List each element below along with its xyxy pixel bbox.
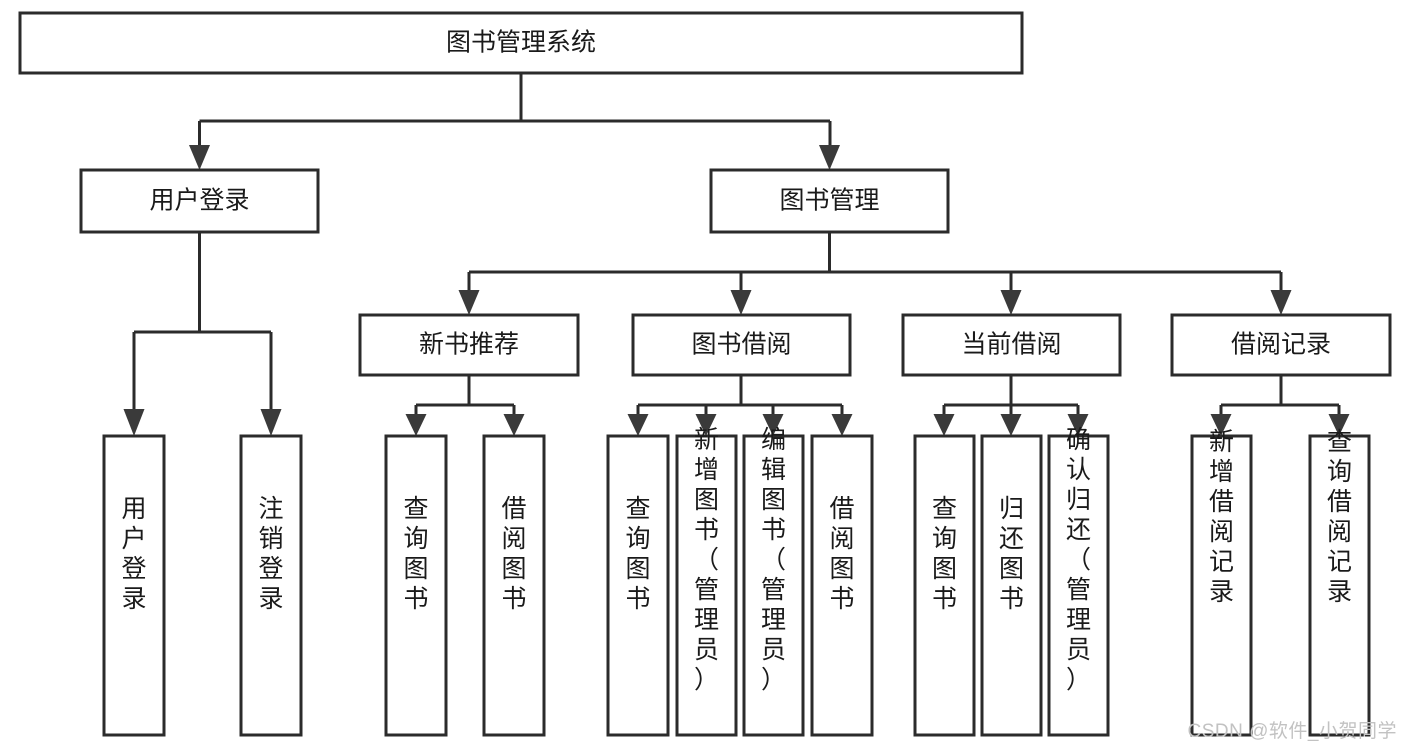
leaf-2-node-e69fa5e8afa2e59bbee4b9a6[interactable]: 查询图书 (384, 434, 448, 737)
leaf-9-node-e5bd92e8bf98e59bbee4b9a6-label: 归还图书 (999, 495, 1024, 613)
level3-node-e5809fe99885e8aeb0e5bd95[interactable]: 借阅记录 (1170, 313, 1392, 377)
level3-node-e696b0e4b9a6e68ea8e88d90-box[interactable] (358, 313, 580, 377)
edge-borrow-book-trunk (636, 375, 844, 418)
leaf-1-node-e6b3a8e99480e799bbe5bd95[interactable]: 注销登录 (239, 434, 303, 737)
leaf-11-node-e696b0e5a29ee5809fe99885e8ae[interactable]: 新增借阅记录 (1190, 428, 1253, 737)
arrow-head-icon (695, 414, 717, 436)
edge-user-login-trunk (132, 232, 273, 410)
leaf-12-node-e69fa5e8afa2e5809fe99885e8ae-box[interactable] (1308, 434, 1371, 737)
edges-layer (132, 73, 1341, 418)
level3-node-e5809fe99885e8aeb0e5bd95-box[interactable] (1170, 313, 1392, 377)
leaf-10-node-e7a1aee8aea4e5bd92e8bf98efbc[interactable]: 确认归还（管理员） (1047, 426, 1110, 737)
edge-book-manage-trunk (467, 232, 1283, 293)
leaf-5-node-e696b0e5a29ee59bbee4b9a6efbc-label: 新增图书（管理员） (694, 426, 719, 694)
root-node-e59bbee4b9a6e7aea1e79086e7b3-label: 图书管理系统 (446, 29, 596, 57)
leaf-0-node-e794a8e688b7e799bbe5bd95-label: 用户登录 (121, 495, 146, 613)
level2-node-e59bbee4b9a6e7aea1e79086-box[interactable] (709, 168, 950, 234)
arrow-head-icon (405, 414, 427, 436)
leaf-2-node-e69fa5e8afa2e59bbee4b9a6-box[interactable] (384, 434, 448, 737)
leaf-8-node-e69fa5e8afa2e59bbee4b9a6-label: 查询图书 (932, 495, 957, 613)
leaf-10-node-e7a1aee8aea4e5bd92e8bf98efbc-box[interactable] (1047, 434, 1110, 737)
nodes-layer: 图书管理系统用户登录图书管理新书推荐图书借阅当前借阅借阅记录用户登录注销登录查询… (18, 11, 1392, 737)
leaf-0-node-e794a8e688b7e799bbe5bd95[interactable]: 用户登录 (102, 434, 166, 737)
level3-node-e59bbee4b9a6e5809fe99885-label: 图书借阅 (691, 331, 791, 359)
arrow-head-icon (762, 414, 784, 436)
leaf-6-node-e7bc96e8be91e59bbee4b9a6efbc-box[interactable] (742, 434, 805, 737)
edge-root-trunk (198, 73, 832, 148)
leaf-3-node-e5809fe99885e59bbee4b9a6[interactable]: 借阅图书 (482, 434, 546, 737)
leaf-11-node-e696b0e5a29ee5809fe99885e8ae-box[interactable] (1190, 434, 1253, 737)
level2-node-e794a8e688b7e799bbe5bd95-box[interactable] (79, 168, 320, 234)
leaf-2-node-e69fa5e8afa2e59bbee4b9a6-label: 查询图书 (403, 495, 428, 613)
level3-node-e696b0e4b9a6e68ea8e88d90-label: 新书推荐 (419, 331, 519, 359)
leaf-4-node-e69fa5e8afa2e59bbee4b9a6-box[interactable] (606, 434, 670, 737)
level3-node-e59bbee4b9a6e5809fe99885[interactable]: 图书借阅 (631, 313, 852, 377)
level3-node-e5809fe99885e8aeb0e5bd95-label: 借阅记录 (1231, 331, 1331, 359)
leaf-3-node-e5809fe99885e59bbee4b9a6-box[interactable] (482, 434, 546, 737)
level2-node-e794a8e688b7e799bbe5bd95[interactable]: 用户登录 (79, 168, 320, 234)
arrow-head-icon (819, 145, 840, 170)
level3-node-e59bbee4b9a6e5809fe99885-box[interactable] (631, 313, 852, 377)
leaf-5-node-e696b0e5a29ee59bbee4b9a6efbc-box[interactable] (675, 434, 738, 737)
leaf-7-node-e5809fe99885e59bbee4b9a6-label: 借阅图书 (829, 495, 854, 613)
level3-node-e5bd93e5898de5809fe99885[interactable]: 当前借阅 (901, 313, 1122, 377)
leaf-6-node-e7bc96e8be91e59bbee4b9a6efbc-label: 编辑图书（管理员） (761, 426, 786, 694)
arrow-head-icon (1000, 290, 1022, 315)
leaf-3-node-e5809fe99885e59bbee4b9a6-label: 借阅图书 (501, 495, 526, 613)
arrow-head-icon (933, 414, 955, 436)
leaf-8-node-e69fa5e8afa2e59bbee4b9a6[interactable]: 查询图书 (913, 434, 976, 737)
arrow-head-icon (1210, 414, 1232, 436)
arrow-head-icon (1270, 290, 1292, 315)
arrow-head-icon (730, 290, 752, 315)
level3-node-e696b0e4b9a6e68ea8e88d90[interactable]: 新书推荐 (358, 313, 580, 377)
leaf-6-node-e7bc96e8be91e59bbee4b9a6efbc[interactable]: 编辑图书（管理员） (742, 426, 805, 737)
arrow-head-icon (627, 414, 649, 436)
arrowheads-layer (123, 145, 1350, 436)
arrow-head-icon (123, 409, 145, 436)
edge-current-borrow-trunk (942, 375, 1080, 418)
leaf-7-node-e5809fe99885e59bbee4b9a6[interactable]: 借阅图书 (810, 434, 874, 737)
level2-node-e59bbee4b9a6e7aea1e79086[interactable]: 图书管理 (709, 168, 950, 234)
leaf-10-node-e7a1aee8aea4e5bd92e8bf98efbc-label: 确认归还（管理员） (1066, 426, 1091, 694)
leaf-4-node-e69fa5e8afa2e59bbee4b9a6[interactable]: 查询图书 (606, 434, 670, 737)
arrow-head-icon (503, 414, 525, 436)
arrow-head-icon (1000, 414, 1022, 436)
leaf-9-node-e5bd92e8bf98e59bbee4b9a6-box[interactable] (980, 434, 1043, 737)
leaf-1-node-e6b3a8e99480e799bbe5bd95-box[interactable] (239, 434, 303, 737)
arrow-head-icon (1328, 414, 1350, 436)
leaf-12-node-e69fa5e8afa2e5809fe99885e8ae-label: 查询借阅记录 (1327, 428, 1352, 606)
leaf-12-node-e69fa5e8afa2e5809fe99885e8ae[interactable]: 查询借阅记录 (1308, 428, 1371, 737)
level3-node-e5bd93e5898de5809fe99885-box[interactable] (901, 313, 1122, 377)
level2-node-e59bbee4b9a6e7aea1e79086-label: 图书管理 (779, 187, 879, 215)
arrow-head-icon (260, 409, 282, 436)
leaf-1-node-e6b3a8e99480e799bbe5bd95-label: 注销登录 (258, 495, 283, 613)
leaf-9-node-e5bd92e8bf98e59bbee4b9a6[interactable]: 归还图书 (980, 434, 1043, 737)
level2-node-e794a8e688b7e799bbe5bd95-label: 用户登录 (149, 187, 249, 215)
leaf-4-node-e69fa5e8afa2e59bbee4b9a6-label: 查询图书 (625, 495, 650, 613)
root-node-e59bbee4b9a6e7aea1e79086e7b3[interactable]: 图书管理系统 (18, 11, 1024, 75)
root-node-e59bbee4b9a6e7aea1e79086e7b3-box[interactable] (18, 11, 1024, 75)
leaf-11-node-e696b0e5a29ee5809fe99885e8ae-label: 新增借阅记录 (1209, 428, 1234, 606)
arrow-head-icon (458, 290, 480, 315)
watermark-label: CSDN @软件_小贺同学 (1187, 721, 1397, 742)
level3-node-e5bd93e5898de5809fe99885-label: 当前借阅 (961, 331, 1061, 359)
leaf-7-node-e5809fe99885e59bbee4b9a6-box[interactable] (810, 434, 874, 737)
arrow-head-icon (1067, 414, 1089, 436)
edge-new-book-trunk (414, 375, 516, 418)
leaf-5-node-e696b0e5a29ee59bbee4b9a6efbc[interactable]: 新增图书（管理员） (675, 426, 738, 737)
leaf-0-node-e794a8e688b7e799bbe5bd95-box[interactable] (102, 434, 166, 737)
edge-borrow-record-trunk (1219, 375, 1341, 418)
arrow-head-icon (831, 414, 853, 436)
leaf-8-node-e69fa5e8afa2e59bbee4b9a6-box[interactable] (913, 434, 976, 737)
arrow-head-icon (189, 145, 210, 170)
